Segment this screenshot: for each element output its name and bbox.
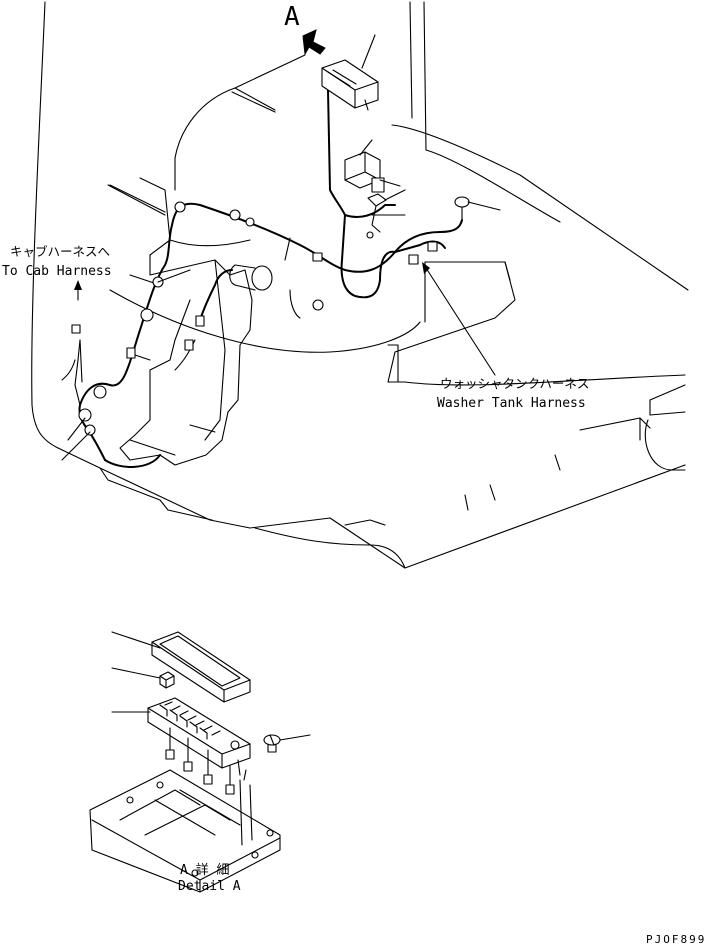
cab-harness-label-en: To Cab Harness [2, 264, 112, 279]
labels-main: キャブハーネスへ To Cab Harness ウォッシャタンクハーネス Was… [2, 244, 589, 411]
fuse-block [147, 697, 251, 769]
harness-wiring [61, 84, 470, 468]
main-harness [78, 202, 463, 461]
seat-stand [119, 177, 253, 466]
main-assembly [31, 1, 689, 569]
leader-lines-main [61, 34, 501, 461]
relay-component [229, 264, 273, 291]
cab-left-wall [31, 1, 59, 449]
riser-harness [327, 84, 396, 299]
rear-box [387, 261, 516, 383]
fuse [159, 671, 175, 689]
floor-slab [391, 124, 689, 291]
washer-plug [454, 196, 470, 223]
detail-a-view: A 詳 細 Detail A [89, 631, 311, 894]
detail-wires [165, 727, 247, 795]
floor-plate [57, 447, 686, 569]
drawing-code: PJOF899 [646, 933, 706, 946]
washer-tank-label-jp: ウォッシャタンクハーネス [440, 376, 589, 391]
view-label: A [284, 2, 300, 32]
washer-tank-label-en: Washer Tank Harness [437, 396, 586, 411]
cab-rear-wall [409, 1, 427, 151]
solenoid-block [344, 151, 401, 193]
detail-label-jp: A 詳 細 [180, 862, 229, 878]
fuse-box-cover [151, 631, 251, 703]
mounting-base [89, 769, 281, 893]
screw [263, 734, 281, 753]
detail-label-en: Detail A [178, 879, 241, 894]
bolt [367, 193, 387, 233]
cab-harness-label-jp: キャブハーネスへ [10, 244, 110, 259]
fuse-box-main [321, 59, 379, 111]
view-arrow-a: A [284, 2, 326, 56]
